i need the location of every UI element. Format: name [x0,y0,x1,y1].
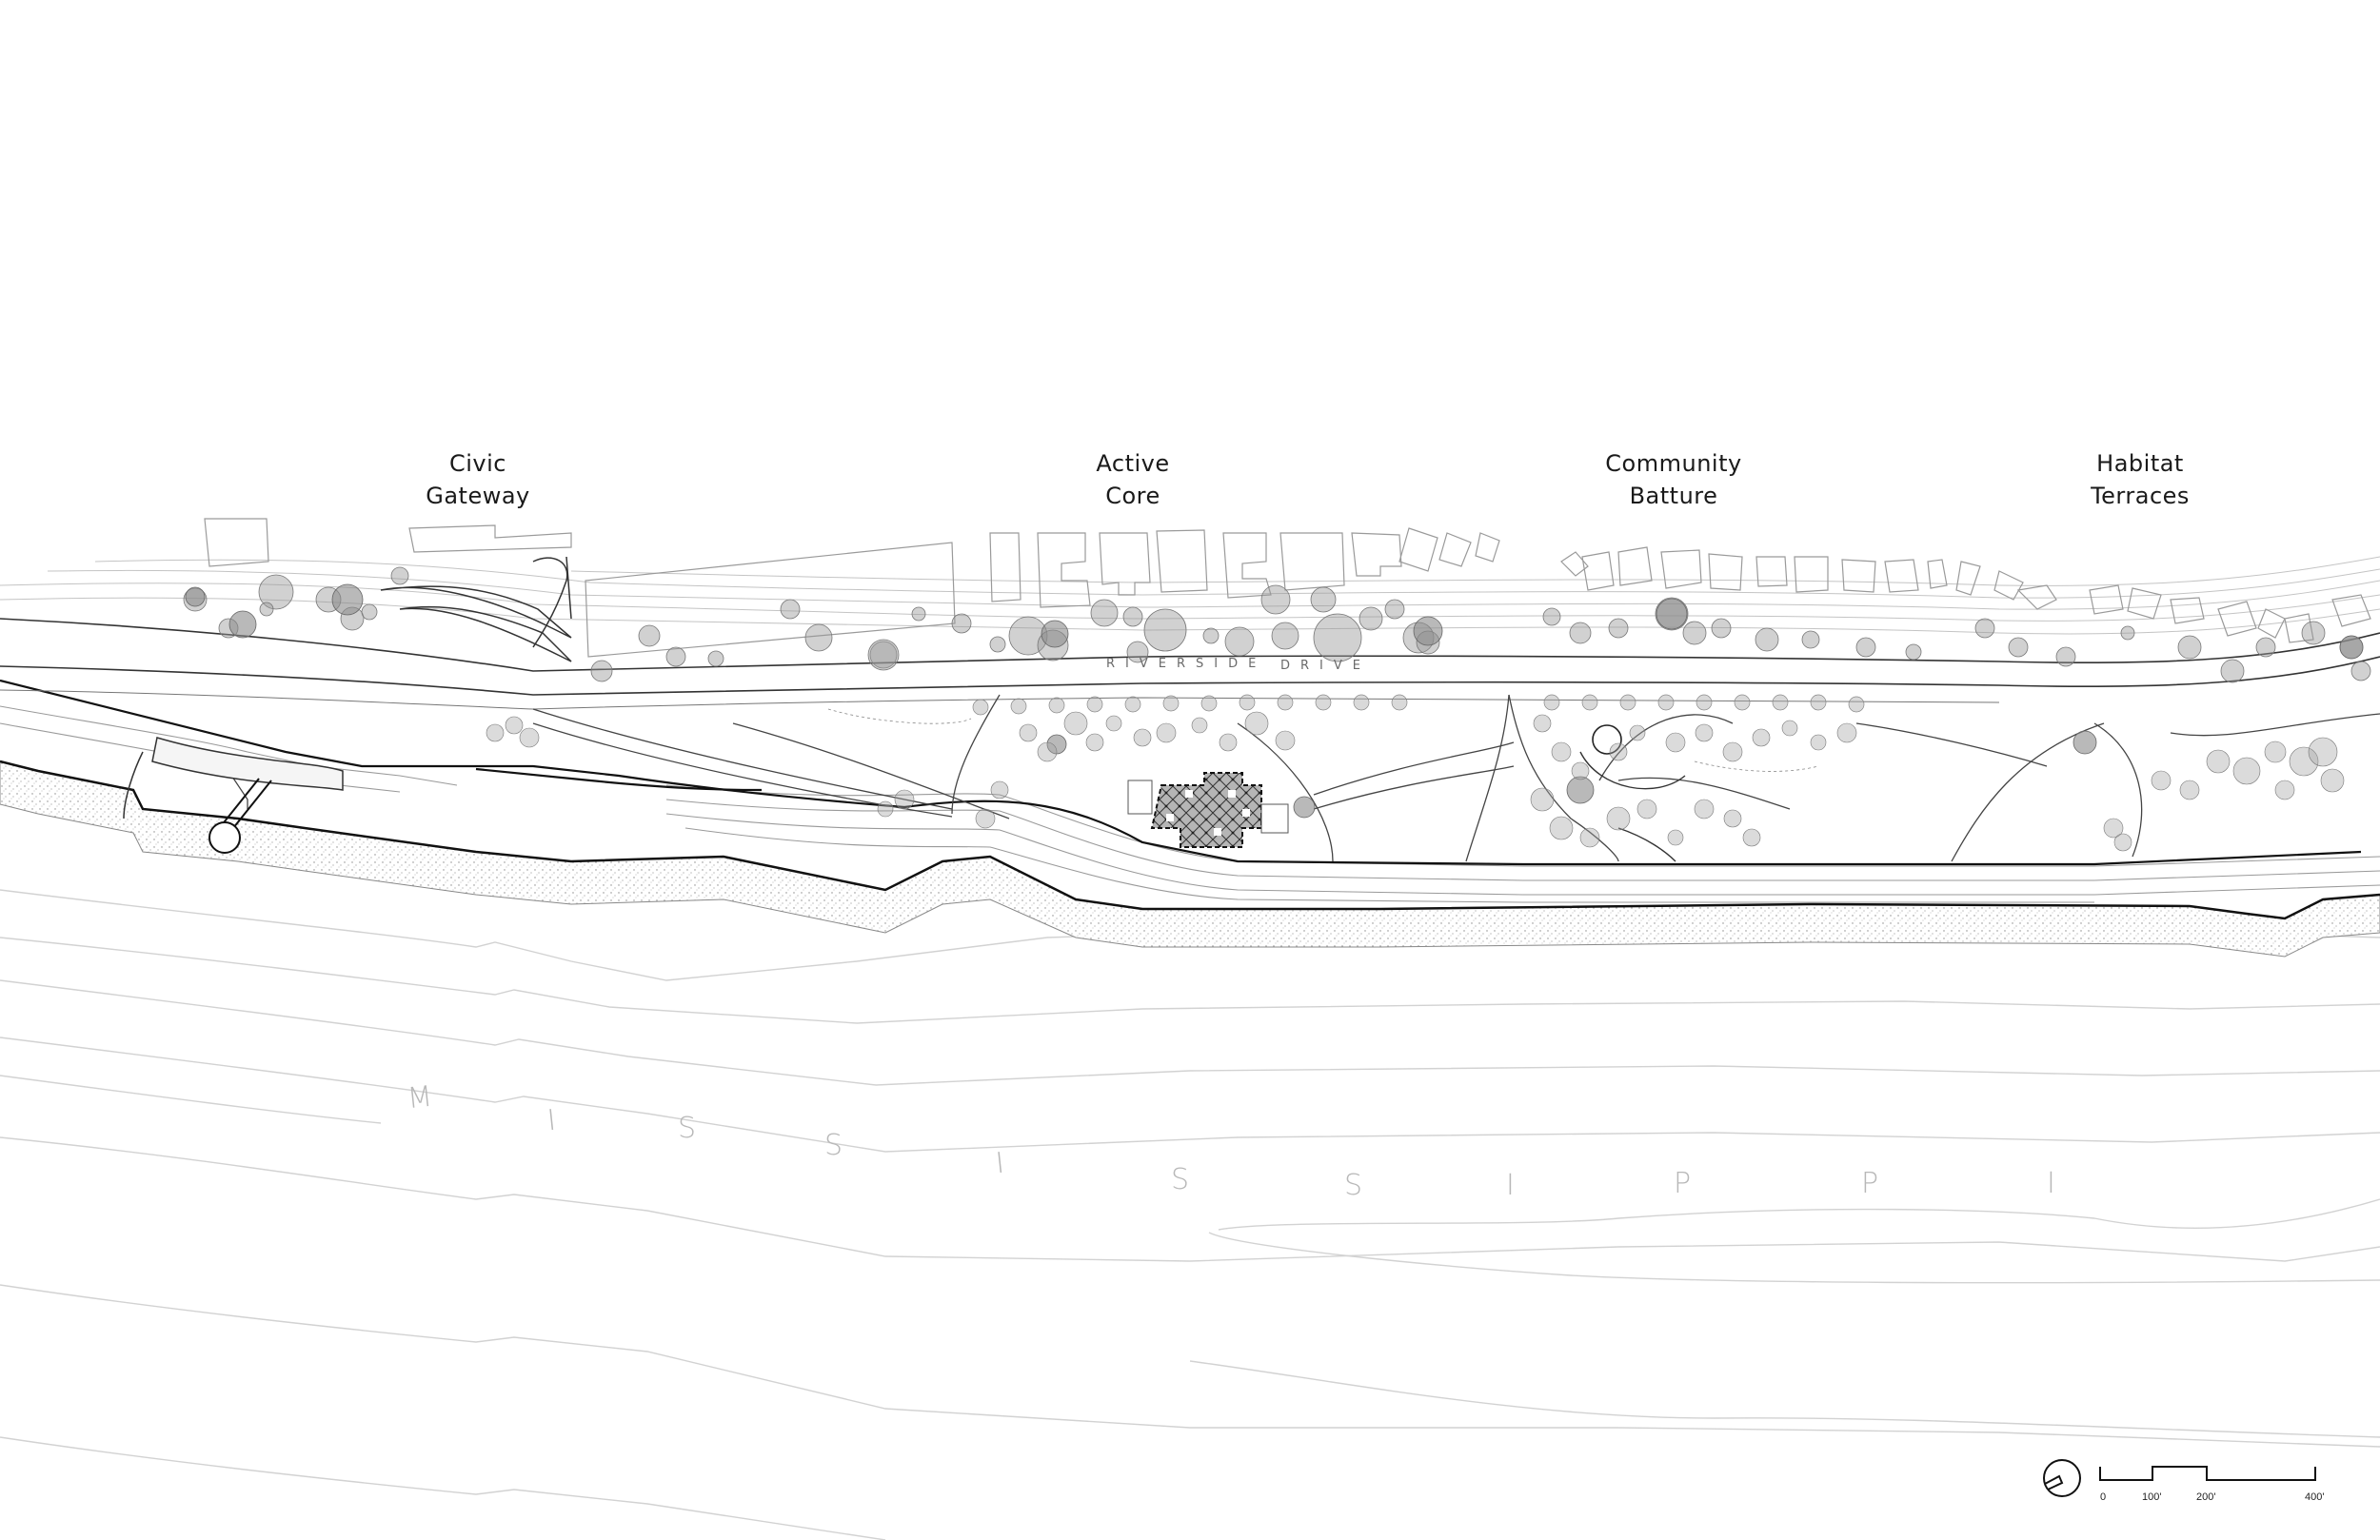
legend: 0 100' 200' 400' [2037,1451,2342,1518]
scale-bar [2099,1466,2316,1481]
river-label-letter: S [824,1129,843,1162]
scale-tick-100: 100' [2142,1491,2162,1503]
zone-label-habitat-terraces: Habitat Terraces [2091,447,2190,512]
levee-contours [0,705,2380,903]
north-arrow-icon [2043,1459,2081,1497]
upland-contours [0,556,2380,635]
zone-label-active-core: Active Core [1096,447,1169,512]
tree-canopy [183,566,2371,683]
tree-canopy-dark [185,583,2364,819]
zone-label-line2: Core [1105,483,1160,509]
zone-label-line1: Habitat [2096,450,2184,477]
zone-label-line1: Community [1605,450,1742,477]
scale-tick-400: 400' [2305,1491,2325,1503]
river-contours [0,889,2380,1540]
park-boundary [0,679,2362,866]
active-core-pavilion [1127,772,1289,848]
shoreline-band [0,760,2380,958]
zone-label-civic-gateway: Civic Gateway [426,447,530,512]
garden-clusters [486,711,2345,852]
zone-label-line2: Batture [1629,483,1718,509]
zone-label-line1: Civic [449,450,506,477]
zone-label-line1: Active [1096,450,1170,477]
tree-row-road [972,694,1865,716]
river-label-letter: P [1674,1167,1692,1200]
river-label-letter: I [1506,1169,1515,1202]
scale-tick-0: 0 [2100,1491,2107,1503]
river-label-letter: S [1171,1163,1190,1196]
lawn-outlines [827,708,1819,772]
zone-label-community-batture: Community Batture [1605,447,1741,512]
river-label-letter: S [678,1112,697,1145]
river-label-letter: P [1861,1167,1879,1200]
street-label-riverside: RIVERSIDE [1106,657,1267,671]
river-label-letter: M [406,1079,434,1116]
scale-tick-200: 200' [2196,1491,2216,1503]
zone-label-line2: Terraces [2091,483,2190,509]
river-label-letter: I [2047,1167,2055,1200]
civic-gateway-forms [123,556,572,819]
buildings [204,518,2371,658]
community-plaza [1579,724,1686,862]
street-label-drive: DRIVE [1280,659,1371,673]
zone-label-line2: Gateway [426,483,530,509]
river-label-letter: S [1344,1169,1363,1202]
overlook-pier [208,778,272,854]
park-paths [228,694,2380,862]
